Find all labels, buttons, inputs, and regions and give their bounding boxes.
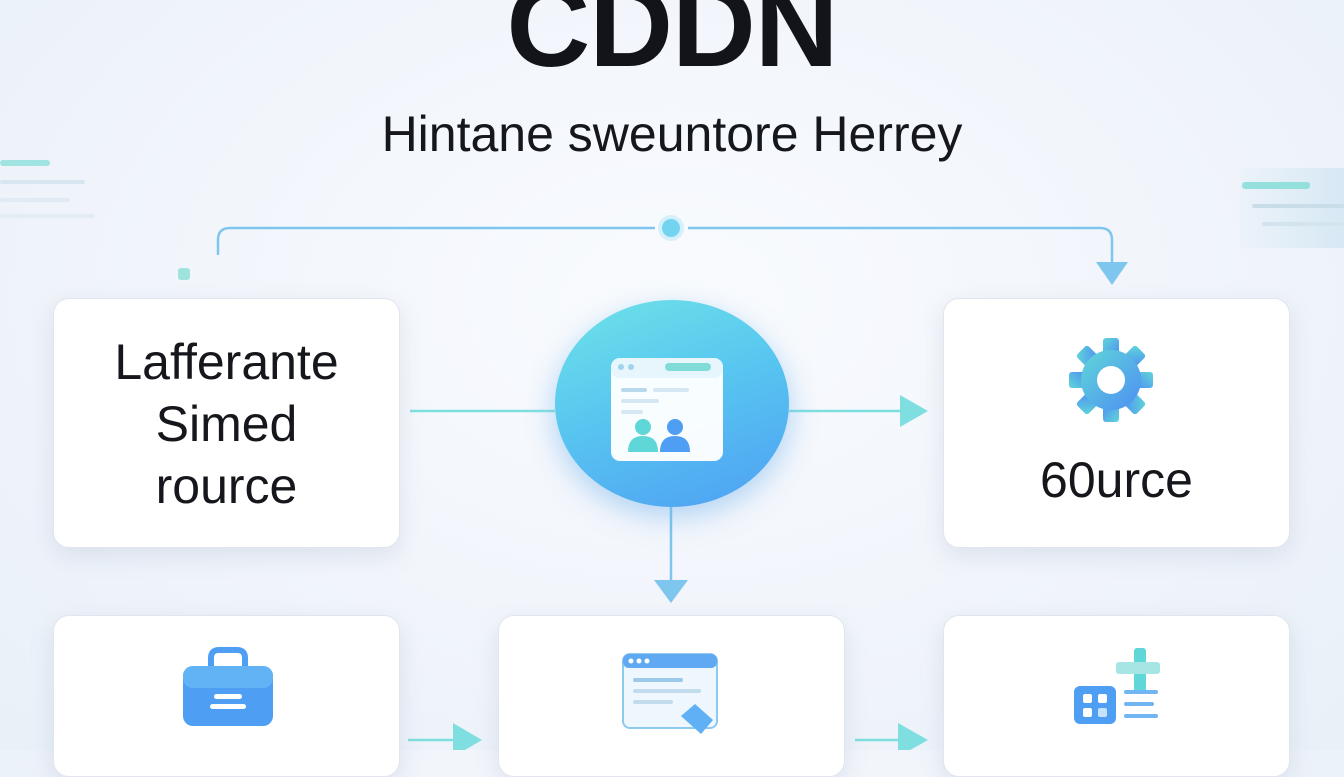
bottom-right-node-card	[943, 615, 1290, 777]
diagram-title: CDDN	[506, 0, 838, 91]
decor-bar	[0, 180, 85, 184]
arrow-head	[654, 580, 688, 603]
left-node-card: Lafferante Simed rource	[53, 298, 400, 548]
arrow-head	[898, 723, 928, 750]
browser-users-icon	[611, 358, 723, 461]
decor-bar	[1252, 204, 1344, 208]
arrow-head	[1096, 262, 1128, 285]
diagram-subtitle: Hintane sweuntore Herrey	[381, 106, 963, 162]
arrow-head	[453, 723, 482, 750]
connector-lines	[216, 215, 1128, 750]
decor-bar	[0, 160, 50, 166]
decor-panel	[1240, 168, 1344, 248]
decor-bar	[0, 198, 70, 202]
top-connector	[216, 226, 655, 255]
decor-bar	[1242, 182, 1310, 189]
hub-node	[555, 300, 789, 507]
bottom-center-node-card	[498, 615, 845, 777]
bottom-left-node-card	[53, 615, 400, 777]
browser-window-icon	[622, 653, 718, 734]
decor-bar	[1262, 222, 1344, 226]
decor-bar	[0, 214, 95, 218]
connector-node-dot	[662, 219, 680, 237]
left-node-label: Lafferante Simed rource	[54, 331, 399, 517]
decor-square	[178, 268, 190, 280]
left-node-line: Simed	[155, 396, 298, 452]
left-node-line: Lafferante	[114, 334, 339, 390]
arrow-head	[900, 395, 928, 427]
right-node-label: 60urce	[1040, 452, 1193, 508]
briefcase-icon	[183, 647, 273, 726]
gear-icon	[1069, 338, 1153, 422]
dashboard-grid-icon	[1074, 648, 1160, 724]
right-node-card: 60urce	[943, 298, 1290, 548]
top-connector	[688, 226, 1114, 262]
left-node-line: rource	[155, 458, 298, 514]
